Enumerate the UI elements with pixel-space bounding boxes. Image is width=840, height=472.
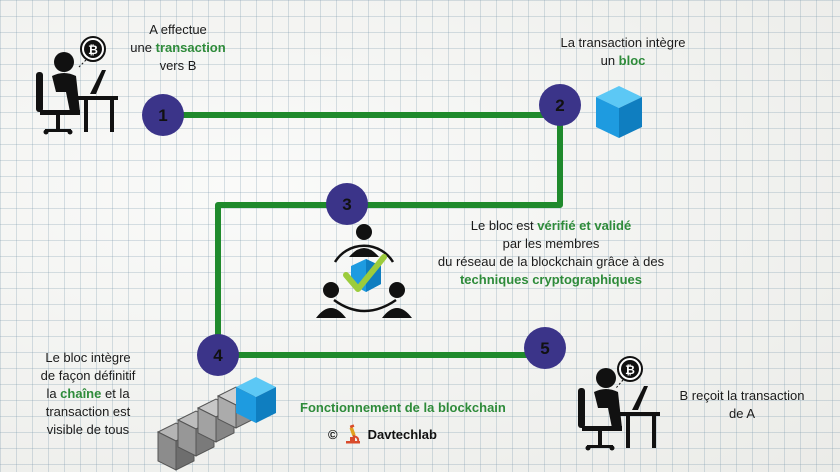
- svg-text:5: 5: [540, 339, 549, 358]
- step-4-line-4: transaction est: [45, 404, 131, 419]
- copyright-symbol: ©: [328, 426, 338, 442]
- step-5-line-2: de A: [728, 406, 756, 421]
- microscope-icon: [345, 424, 360, 444]
- flow-path: [163, 112, 563, 358]
- svg-text:2: 2: [555, 96, 564, 115]
- step-3-line-2: par les membres: [502, 236, 600, 251]
- svg-text:₿: ₿: [625, 363, 635, 377]
- step-node-2: 2: [539, 84, 581, 126]
- credit: © Davtechlab: [328, 424, 437, 444]
- step-3-text: Le bloc est vérifié et validé par les me…: [416, 217, 686, 289]
- step-2-line-1: La transaction intègre: [560, 35, 686, 50]
- svg-text:₿: ₿: [88, 43, 98, 57]
- step-node-4: 4: [197, 334, 239, 376]
- step-3-line-4: techniques cryptographiques: [459, 272, 643, 287]
- step-5-line-1: B reçoit la transaction: [679, 388, 805, 403]
- step-2-line-2: un bloc: [600, 53, 646, 68]
- step-node-1: 1: [142, 94, 184, 136]
- svg-text:3: 3: [342, 195, 351, 214]
- diagram-title: Fonctionnement de la blockchain: [300, 400, 506, 415]
- step-4-text: Le bloc intègre de façon définitif la ch…: [22, 349, 154, 439]
- step-1-line-3: vers B: [159, 58, 197, 73]
- step-1-line-2: une transaction: [130, 40, 226, 55]
- bitcoin-icon: ₿: [615, 356, 643, 389]
- step-3-line-3: du réseau de la blockchain grâce à des: [437, 254, 665, 269]
- step-node-3: 3: [326, 183, 368, 225]
- step-5-text: B reçoit la transaction de A: [662, 387, 822, 423]
- step-1-line-1: A effectue: [149, 22, 207, 37]
- step-3-line-1: Le bloc est vérifié et validé: [470, 218, 632, 233]
- step-4-line-5: visible de tous: [46, 422, 130, 437]
- brand-name: Davtechlab: [367, 426, 437, 442]
- bitcoin-icon: ₿: [77, 36, 106, 69]
- step-node-5: 5: [524, 327, 566, 369]
- svg-text:1: 1: [158, 106, 167, 125]
- svg-text:4: 4: [213, 346, 223, 365]
- step-1-text: A effectue une transaction vers B: [118, 21, 238, 75]
- step-2-text: La transaction intègre un bloc: [548, 34, 698, 70]
- step-4-line-1: Le bloc intègre: [45, 350, 131, 365]
- step-4-line-3: la chaîne et la: [46, 386, 130, 401]
- step-4-line-2: de façon définitif: [40, 368, 136, 383]
